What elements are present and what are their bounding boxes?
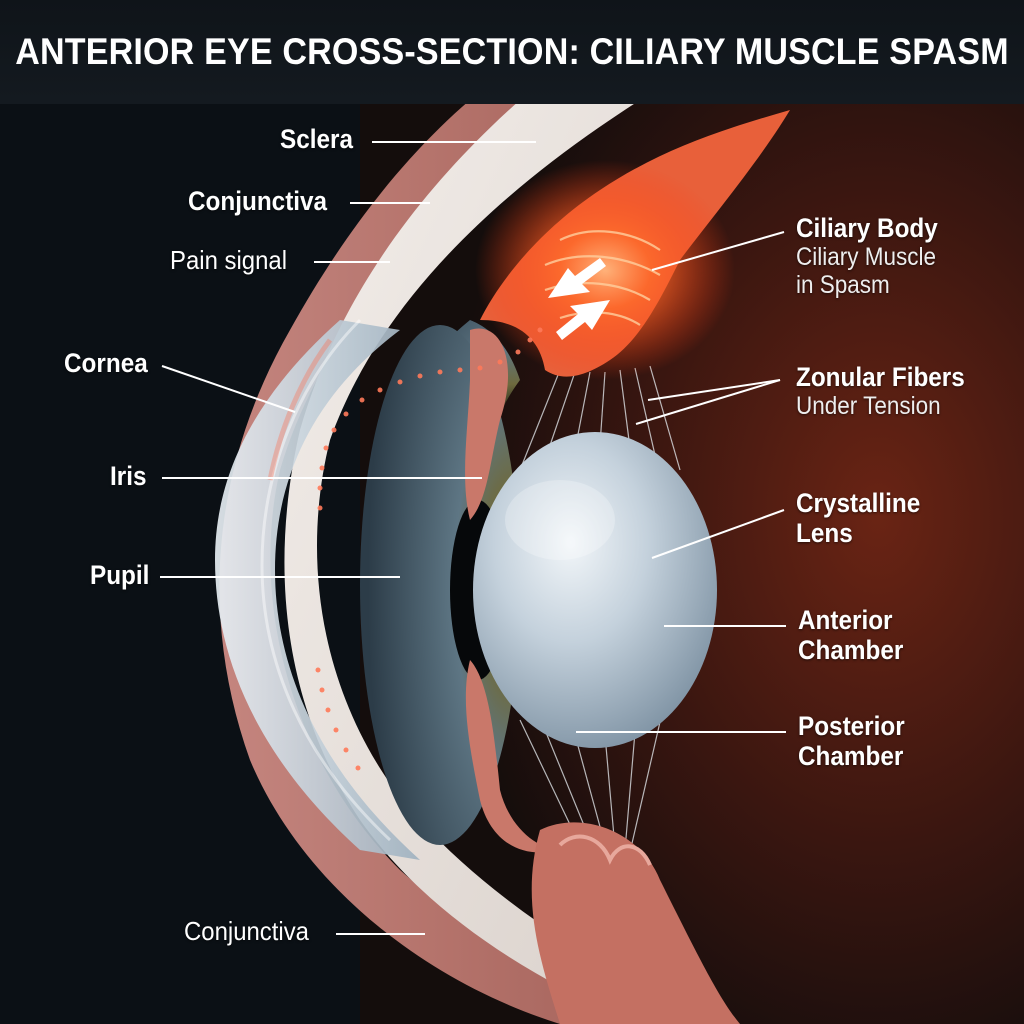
diagram-title: ANTERIOR EYE CROSS-SECTION: CILIARY MUSC… [15, 31, 1009, 72]
label-zonular-fibers-title: Zonular Fibers [796, 362, 965, 392]
label-posterior-line2: Chamber [798, 741, 904, 772]
label-ciliary-muscle-line2: in Spasm [796, 271, 890, 300]
label-pain-signal: Pain signal [170, 245, 288, 275]
label-posterior-chamber: Posterior Chamber [798, 711, 905, 771]
label-anterior-line2: Chamber [798, 635, 904, 666]
label-under-tension: Under Tension [796, 392, 941, 421]
label-pupil: Pupil [90, 560, 150, 590]
label-iris: Iris [110, 461, 147, 491]
label-posterior-line1: Posterior [798, 711, 905, 741]
label-ciliary-body-title: Ciliary Body [796, 213, 938, 243]
label-cornea: Cornea [64, 348, 148, 378]
label-conjunctiva-bottom: Conjunctiva [184, 916, 309, 946]
label-lens-line1: Crystalline [796, 488, 921, 518]
label-lens-line2: Lens [796, 518, 853, 549]
label-anterior-line1: Anterior [798, 605, 893, 635]
label-anterior-chamber: Anterior Chamber [798, 605, 903, 665]
label-sclera: Sclera [280, 124, 353, 154]
label-zonular-fibers: Zonular Fibers Under Tension [796, 362, 965, 420]
label-crystalline-lens: Crystalline Lens [796, 488, 920, 548]
label-ciliary-muscle-line1: Ciliary Muscle [796, 243, 937, 272]
title-bar: ANTERIOR EYE CROSS-SECTION: CILIARY MUSC… [0, 0, 1024, 104]
label-ciliary-body: Ciliary Body Ciliary Muscle in Spasm [796, 213, 938, 299]
label-conjunctiva-top: Conjunctiva [188, 186, 328, 216]
